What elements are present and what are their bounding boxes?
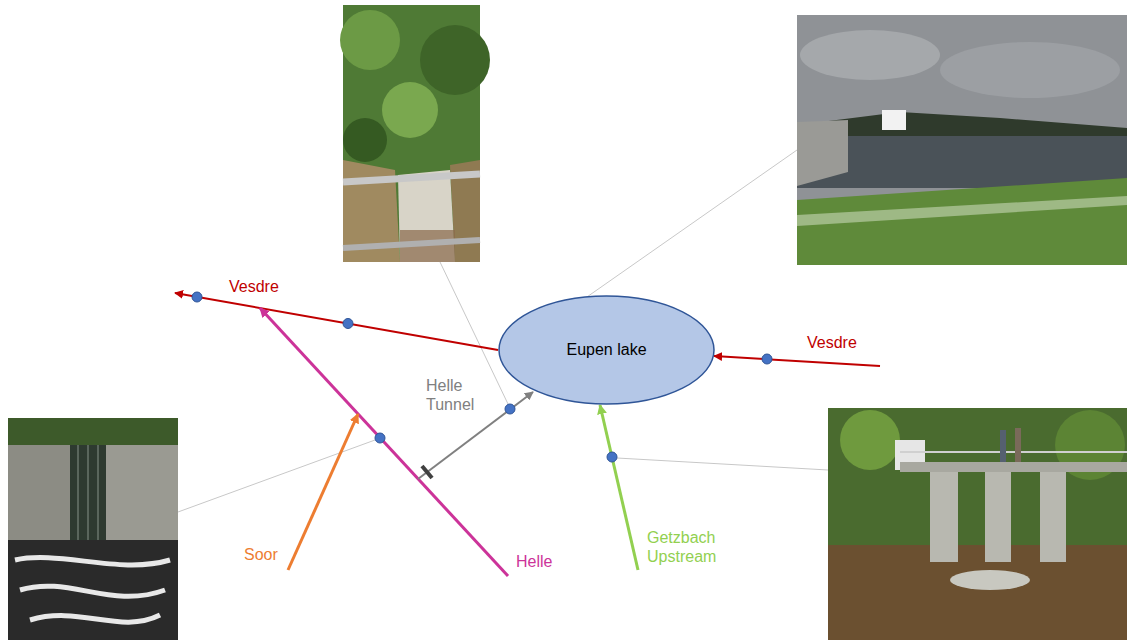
photo-concrete-wall [106,445,178,540]
photo-cloud [800,30,940,80]
measurement-point [762,354,772,364]
photo-concrete-wall [8,445,70,545]
photo-grass [797,178,1127,265]
photo-railing [343,174,480,182]
lake-shape [499,296,714,404]
river-label-box: Helle [515,552,553,571]
river-label-box: Helle Tunnel [425,376,480,414]
river-label-box: Vesdre [228,277,280,296]
photo-water [8,540,178,640]
river-line [260,308,508,576]
photo-foliage [382,82,438,138]
photo-water [398,170,455,262]
river-label: Getzbach Upstream [646,528,726,566]
river-label: Vesdre [228,277,280,296]
measurement-point [505,404,515,414]
photo-pipe [950,570,1030,590]
photo-dam-wall [797,120,848,186]
leader-line [617,458,828,470]
measurement-point [192,292,202,302]
photo-water [828,545,1127,640]
photo-person [1015,428,1021,462]
river-label: Vesdre [806,333,858,352]
measurement-point [375,433,385,443]
photo-pillar [1040,472,1066,562]
photo-cloud [940,42,1120,98]
photo-foliage [420,25,490,95]
river-label: Helle Tunnel [425,376,480,414]
gate-symbol [422,466,432,478]
photo-gate-bar [97,445,99,540]
photo-gate-bar [77,445,79,540]
photo-railing [900,451,1127,453]
river-label: Soor [243,545,279,564]
measurement-point [607,452,617,462]
photo-background [828,408,1127,640]
leader-line [564,150,797,313]
river-label: Helle [515,552,553,571]
photo-flowers [797,196,1127,226]
lake-ellipse: Eupen lake [498,295,715,405]
photo-foliage [840,410,900,470]
river-label-box: Vesdre [806,333,858,352]
photo-sky [797,15,1127,265]
photo-railing [343,240,480,248]
river-label-box: Getzbach Upstream [646,528,726,566]
photo-gate [70,445,106,540]
node-text: Eupen lake [566,340,646,359]
photo-pillar [930,472,958,562]
photo-foliage [343,118,387,162]
photo-foam [15,558,170,623]
measurement-point [343,319,353,329]
photo-walkway [900,462,1127,472]
river-line [175,293,498,350]
river-line [600,405,638,570]
river-line [288,414,358,570]
photo-pillar [985,472,1011,562]
photo-gate-bar [87,445,89,540]
photo-background [8,418,178,640]
leader-line [178,440,375,512]
photo-foliage [340,10,400,70]
river-line [714,356,880,366]
photo-building [882,110,906,130]
river-label-box: Soor [243,545,279,564]
photo-person [1000,430,1006,462]
